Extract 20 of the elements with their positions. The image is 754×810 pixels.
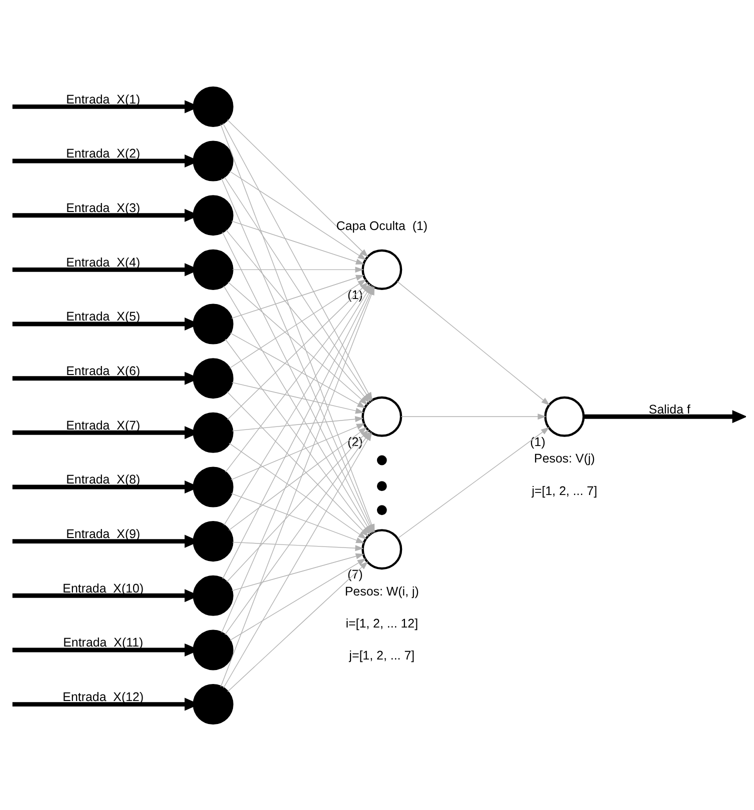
edge-label: Entrada X(9)	[66, 526, 140, 540]
node-label: (1)	[348, 287, 363, 302]
edge-label: Entrada X(3)	[66, 200, 140, 214]
label: j=[1, 2, ... 7]	[349, 648, 415, 662]
node-label: (1)	[530, 434, 546, 448]
label: Pesos: V(j)	[534, 451, 595, 466]
label: j=[1, 2, ... 7]	[532, 483, 598, 498]
label: Capa Oculta (1)	[336, 218, 428, 233]
edge-label: Entrada X(8)	[66, 472, 140, 486]
edge-label: Entrada X(5)	[66, 309, 140, 324]
node-label: (7)	[348, 566, 363, 581]
edge-label: Salida f	[648, 402, 690, 416]
edge-label: Entrada X(2)	[66, 146, 140, 160]
node-label: (2)	[348, 434, 363, 448]
label: Pesos: W(i, j)	[344, 584, 419, 598]
edge-label: Entrada X(10)	[62, 580, 144, 595]
edge-label: Entrada X(12)	[62, 689, 144, 704]
edge-label: Entrada X(11)	[63, 635, 144, 650]
edge-label: Entrada X(6)	[66, 363, 140, 378]
label: i=[1, 2, ... 12]	[346, 616, 418, 630]
